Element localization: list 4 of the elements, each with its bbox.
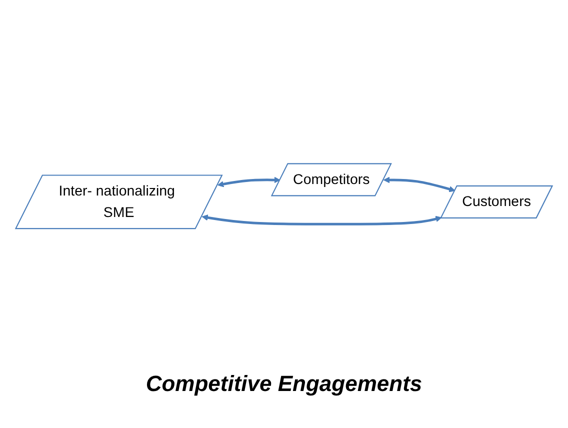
arrow — [218, 176, 280, 188]
arrow — [202, 214, 442, 226]
arrow — [383, 176, 456, 192]
diagram-label: Competitive Engagements — [146, 371, 422, 397]
